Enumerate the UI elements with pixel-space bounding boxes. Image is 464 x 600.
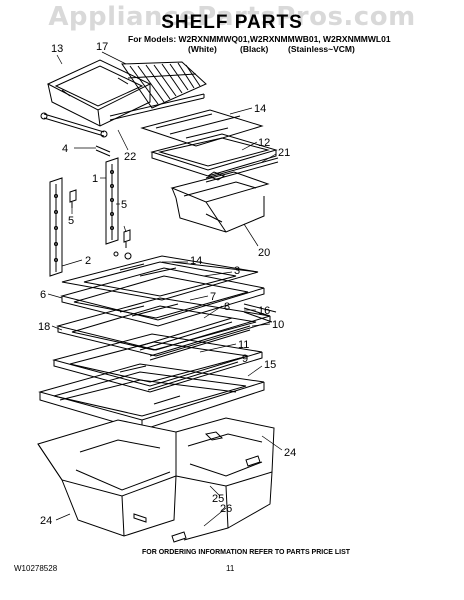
callout-7: 7 <box>210 291 216 303</box>
shelf-assembly-6-drawing <box>60 267 265 351</box>
callout-5-left: 5 <box>68 215 74 227</box>
callout-12: 12 <box>258 137 270 149</box>
callout-labels: 13 17 14 4 22 12 21 1 5 5 20 2 14 3 6 7 … <box>38 41 296 527</box>
callout-6: 6 <box>40 289 46 301</box>
ordering-note: FOR ORDERING INFORMATION REFER TO PARTS … <box>142 549 351 556</box>
vertical-rail-1-drawing <box>105 157 119 245</box>
callout-1: 1 <box>92 173 98 185</box>
crisper-bin-drawing <box>46 59 152 127</box>
watermark: AppliancePartsPros.com <box>48 2 416 32</box>
callout-24-left: 24 <box>40 515 52 527</box>
callout-14-upper: 14 <box>254 103 266 115</box>
callout-15: 15 <box>264 359 276 371</box>
rail-21-drawing <box>205 157 279 183</box>
callout-4: 4 <box>62 143 68 155</box>
screws-drawing <box>69 189 132 260</box>
callout-8: 8 <box>224 301 230 313</box>
callout-2: 2 <box>85 255 91 267</box>
callout-17: 17 <box>96 41 108 53</box>
variant-white: (White) <box>188 44 217 54</box>
glass-shelf-upper-drawing <box>140 109 264 147</box>
leader-lines <box>47 51 283 527</box>
callout-24-right: 24 <box>284 447 296 459</box>
callout-22: 22 <box>124 151 136 163</box>
callout-18: 18 <box>38 321 50 333</box>
page-number: 11 <box>226 564 235 573</box>
callout-9: 9 <box>242 353 248 365</box>
variant-stainless: (Stainless~VCM) <box>288 44 355 54</box>
glass-shelf-lower-drawing <box>52 333 263 393</box>
deli-drawer-drawing <box>170 171 270 233</box>
callout-16: 16 <box>258 305 270 317</box>
callout-21: 21 <box>278 147 290 159</box>
callout-26: 26 <box>220 503 232 515</box>
callout-25: 25 <box>212 493 224 505</box>
callout-3: 3 <box>234 265 240 277</box>
callout-10: 10 <box>272 319 284 331</box>
models-line: For Models: W2RXNMMWQ01,W2RXNMMWB01, W2R… <box>128 34 391 44</box>
callout-20: 20 <box>258 247 270 259</box>
callout-14-main: 14 <box>190 255 202 267</box>
vertical-rail-2-drawing <box>49 177 63 277</box>
rail-22-drawing <box>109 93 205 121</box>
crisper-drawers-drawing <box>37 417 275 543</box>
page-title: SHELF PARTS <box>161 12 303 33</box>
variant-black: (Black) <box>240 44 269 54</box>
crisper-cover-drawing <box>38 363 265 431</box>
glass-shelf-main-drawing <box>61 255 259 301</box>
callout-11: 11 <box>238 339 249 351</box>
document-number: W10278528 <box>14 564 58 573</box>
wire-shelf-drawing <box>121 61 207 109</box>
callout-5-upper: 5 <box>121 199 127 211</box>
callout-13: 13 <box>51 43 63 55</box>
shelf-supports-drawing <box>40 112 111 157</box>
